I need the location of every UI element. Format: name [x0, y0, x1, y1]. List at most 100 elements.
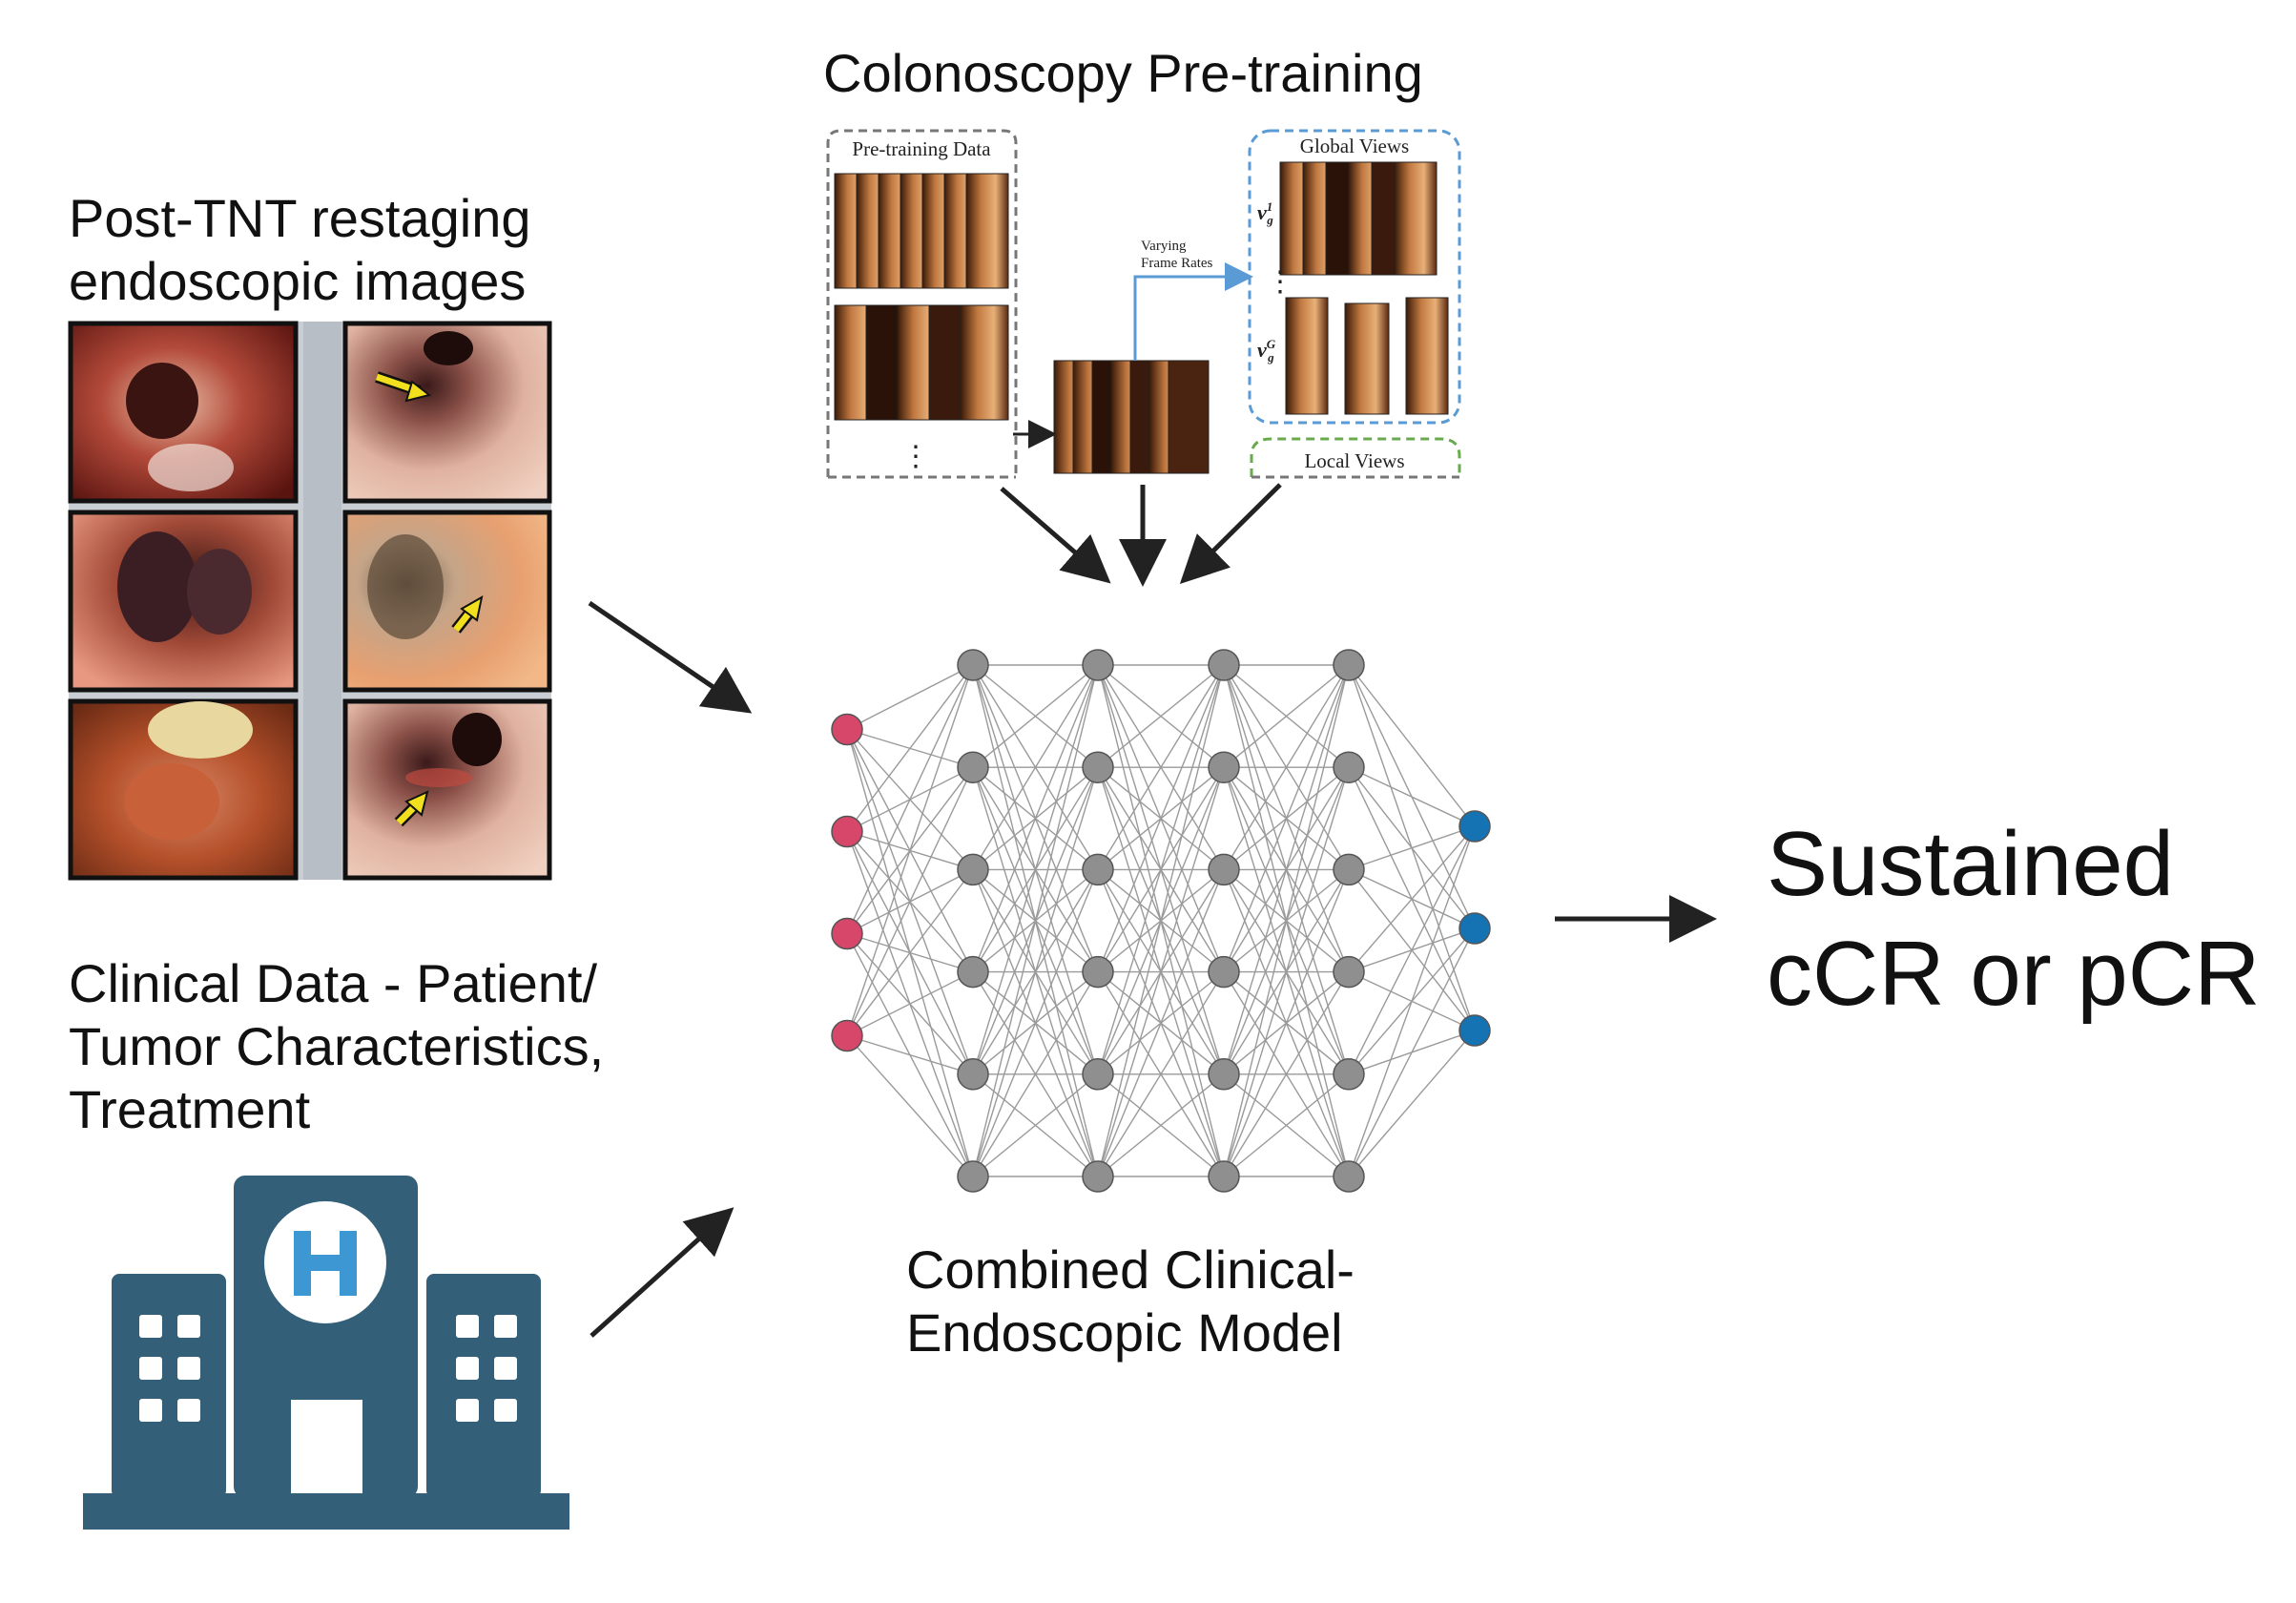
yellow-arrow-icon — [394, 790, 429, 827]
network-edge-1-4-0 — [972, 664, 1099, 1075]
clinical-title-line-1: Clinical Data - Patient/ — [69, 953, 598, 1013]
network-node-hidden-3-5 — [1208, 1160, 1240, 1193]
network-node-hidden-2-0 — [1082, 649, 1114, 681]
network-edge-2-1-0 — [1097, 664, 1225, 768]
hospital-door — [291, 1400, 362, 1493]
network-node-hidden-2-5 — [1082, 1160, 1114, 1193]
network-edge-2-2-0 — [1097, 664, 1225, 870]
frame-rates-label-line-2: Frame Rates — [1141, 256, 1213, 271]
hospital-right-wing — [426, 1274, 541, 1498]
network-edge-1-5-2 — [972, 869, 1099, 1177]
network-edge-3-5-4 — [1223, 1073, 1350, 1177]
yellow-arrow-icon — [375, 371, 432, 403]
hospital-right-windows — [456, 1315, 517, 1422]
image-grid-gutter — [303, 322, 341, 880]
network-node-hidden-4-3 — [1333, 955, 1365, 989]
network-edge-1-1-0 — [972, 664, 1099, 768]
network-node-hidden-3-4 — [1208, 1058, 1240, 1091]
endoscopic-title-line-2: endoscopic images — [69, 251, 527, 312]
network-edge-0-3-3 — [846, 970, 974, 1037]
network-edge-4-3-0 — [1348, 825, 1476, 973]
network-node-hidden-2-3 — [1082, 955, 1114, 989]
local-views-label: Local Views — [1304, 449, 1404, 472]
network-node-hidden-1-5 — [957, 1160, 989, 1193]
hospital-left-windows — [139, 1315, 200, 1422]
network-node-hidden-1-3 — [957, 955, 989, 989]
endoscopic-image-6 — [342, 698, 552, 881]
network-edge-4-0-0 — [1348, 664, 1476, 827]
outcome-label: Sustained cCR or pCR — [1767, 809, 2260, 1029]
hospital-icon — [83, 1176, 569, 1530]
endoscopic-image-4 — [342, 510, 552, 693]
network-node-input-0-3 — [831, 1019, 863, 1052]
network-edge-0-3-5 — [846, 1035, 974, 1177]
network-edge-2-5-3 — [1097, 971, 1225, 1177]
network-edge-2-5-4 — [1097, 1073, 1225, 1177]
network-node-hidden-3-0 — [1208, 649, 1240, 681]
frame-stack-1 — [834, 173, 1009, 289]
network-node-input-0-0 — [831, 713, 863, 746]
network-node-hidden-4-2 — [1333, 853, 1365, 886]
network-edge-3-5-2 — [1223, 869, 1350, 1177]
network-edge-2-5-0 — [1097, 664, 1225, 1177]
network-edge-3-1-0 — [1223, 664, 1350, 768]
network-node-output-5-1 — [1458, 912, 1491, 945]
network-edge-2-4-0 — [1097, 664, 1225, 1075]
images-to-model-arrow — [588, 600, 753, 714]
model-title: Combined Clinical- Endoscopic Model — [906, 1239, 1355, 1364]
pretraining-panel: Pre-training Data ⋮ — [826, 129, 1461, 479]
network-node-input-0-1 — [831, 815, 863, 848]
network-edge-4-5-1 — [1348, 927, 1476, 1177]
network-edge-1-2-0 — [972, 664, 1099, 870]
endoscopic-images-title: Post-TNT restaging endoscopic images — [69, 187, 530, 313]
global-views-box — [1248, 129, 1461, 425]
network-edge-1-3-0 — [972, 664, 1099, 972]
endoscopic-image-1 — [68, 321, 299, 504]
network-node-hidden-1-2 — [957, 853, 989, 886]
network-edge-2-3-0 — [1097, 664, 1225, 972]
model-title-line-1: Combined Clinical- — [906, 1239, 1355, 1300]
network-node-hidden-3-3 — [1208, 955, 1240, 989]
network-edge-4-5-0 — [1348, 825, 1476, 1177]
network-edge-2-5-1 — [1097, 766, 1225, 1177]
network-node-hidden-4-4 — [1333, 1058, 1365, 1091]
network-edge-0-3-4 — [846, 1034, 974, 1075]
network-node-hidden-2-4 — [1082, 1058, 1114, 1091]
more-views-ellipsis: ⋮ — [1266, 266, 1294, 298]
global-view-stack-2 — [1285, 297, 1449, 415]
global-views-label: Global Views — [1300, 135, 1409, 157]
network-edge-4-5-2 — [1348, 1030, 1476, 1177]
global-view-stack-1 — [1279, 161, 1438, 276]
network-node-hidden-3-1 — [1208, 751, 1240, 783]
more-frames-ellipsis: ⋮ — [901, 441, 930, 472]
model-title-line-2: Endoscopic Model — [906, 1302, 1343, 1364]
network-edge-3-4-0 — [1223, 664, 1350, 1075]
pretraining-title: Colonoscopy Pre-training — [823, 43, 1423, 103]
network-node-hidden-1-0 — [957, 649, 989, 681]
pretraining-data-label: Pre-training Data — [852, 137, 991, 160]
network-edge-2-5-2 — [1097, 869, 1225, 1177]
clinical-title-line-2: Tumor Characteristics, — [69, 1016, 605, 1077]
sampled-clip-stack — [1053, 360, 1210, 474]
network-node-hidden-4-1 — [1333, 751, 1365, 783]
clinical-to-model-arrow — [590, 1207, 734, 1338]
outcome-line-1: Sustained — [1767, 813, 2174, 915]
endoscopic-image-2 — [342, 321, 552, 504]
flow-arrows — [588, 483, 1717, 1338]
hospital-base — [83, 1493, 569, 1530]
network-edge-0-1-0 — [846, 664, 974, 832]
network-node-hidden-3-2 — [1208, 853, 1240, 886]
network-edge-3-5-0 — [1223, 664, 1350, 1177]
network-edges — [846, 664, 1476, 1177]
pretraining-data-box — [826, 129, 1018, 477]
network-node-input-0-2 — [831, 917, 863, 950]
network-node-hidden-1-4 — [957, 1058, 989, 1091]
network-edge-0-0-0 — [846, 664, 974, 731]
network-edge-0-3-2 — [846, 868, 974, 1036]
network-edge-3-5-1 — [1223, 766, 1350, 1177]
network-nodes — [831, 649, 1491, 1193]
neural-network — [831, 649, 1491, 1193]
hospital-left-wing — [112, 1274, 226, 1498]
frame-rate-arrow — [1133, 262, 1253, 361]
